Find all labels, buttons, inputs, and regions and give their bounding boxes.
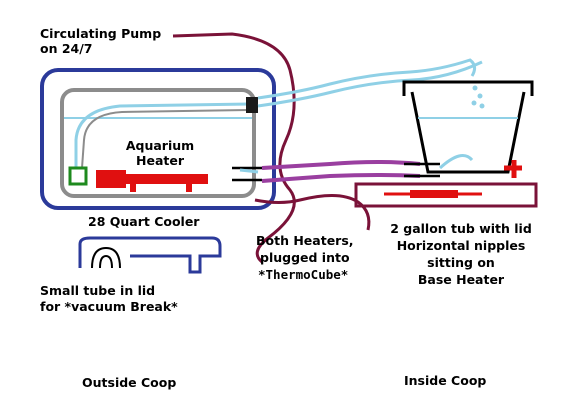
heater-label-line1: Aquarium xyxy=(125,138,195,153)
upper-wall-fitting xyxy=(246,97,258,113)
pump-label-line2: on 24/7 xyxy=(40,41,93,56)
small-tube-line1: Small tube in lid xyxy=(40,283,156,298)
circulating-pump xyxy=(68,166,88,186)
aquarium-heater-cap xyxy=(96,170,126,188)
return-water xyxy=(438,154,474,170)
base-heater xyxy=(354,182,538,208)
both-heaters-line1: Both Heaters, xyxy=(256,233,354,248)
pump-label-line1: Circulating Pump xyxy=(40,26,162,41)
tub-label-line3: sitting on xyxy=(427,255,495,270)
inside-coop-label: Inside Coop xyxy=(404,373,487,388)
cooler-lid xyxy=(78,236,222,274)
tub-label-line1: 2 gallon tub with lid xyxy=(390,221,532,236)
outside-coop-label: Outside Coop xyxy=(82,375,177,390)
tub-outline xyxy=(410,91,526,174)
pump-outlet-pipe-outline xyxy=(81,109,249,169)
return-water-arrow xyxy=(239,168,259,174)
supply-hose-lower xyxy=(257,60,483,108)
cooler-outline xyxy=(40,68,276,210)
pump-outlet-pipe xyxy=(74,102,251,170)
cooler-inner-box xyxy=(60,88,256,198)
cooler-label: 28 Quart Cooler xyxy=(88,214,200,229)
return-hose-lower xyxy=(261,173,421,183)
both-heaters-line3: *ThermoCube* xyxy=(258,267,349,282)
heater-label-line2: Heater xyxy=(136,153,184,168)
supply-hose xyxy=(257,58,477,100)
tub-label-line4: Base Heater xyxy=(417,272,505,287)
both-heaters-line2: plugged into xyxy=(260,250,350,265)
vacuum-break-tube xyxy=(91,246,121,269)
pump-power-cord xyxy=(172,32,296,264)
tub-label-line2: Horizontal nipples xyxy=(396,238,526,253)
water-drops xyxy=(471,85,485,109)
heater-power-cord xyxy=(254,194,371,231)
aquarium-heater-body xyxy=(96,174,208,184)
tub-lid xyxy=(402,80,534,96)
aquarium-heater-clip1 xyxy=(130,184,136,192)
return-hose-upper xyxy=(261,160,421,170)
base-heater-element-body xyxy=(410,190,458,198)
aquarium-heater-clip2 xyxy=(186,184,192,192)
tub-red-nipple xyxy=(504,160,522,178)
small-tube-line2: for *vacuum Break* xyxy=(40,299,178,314)
